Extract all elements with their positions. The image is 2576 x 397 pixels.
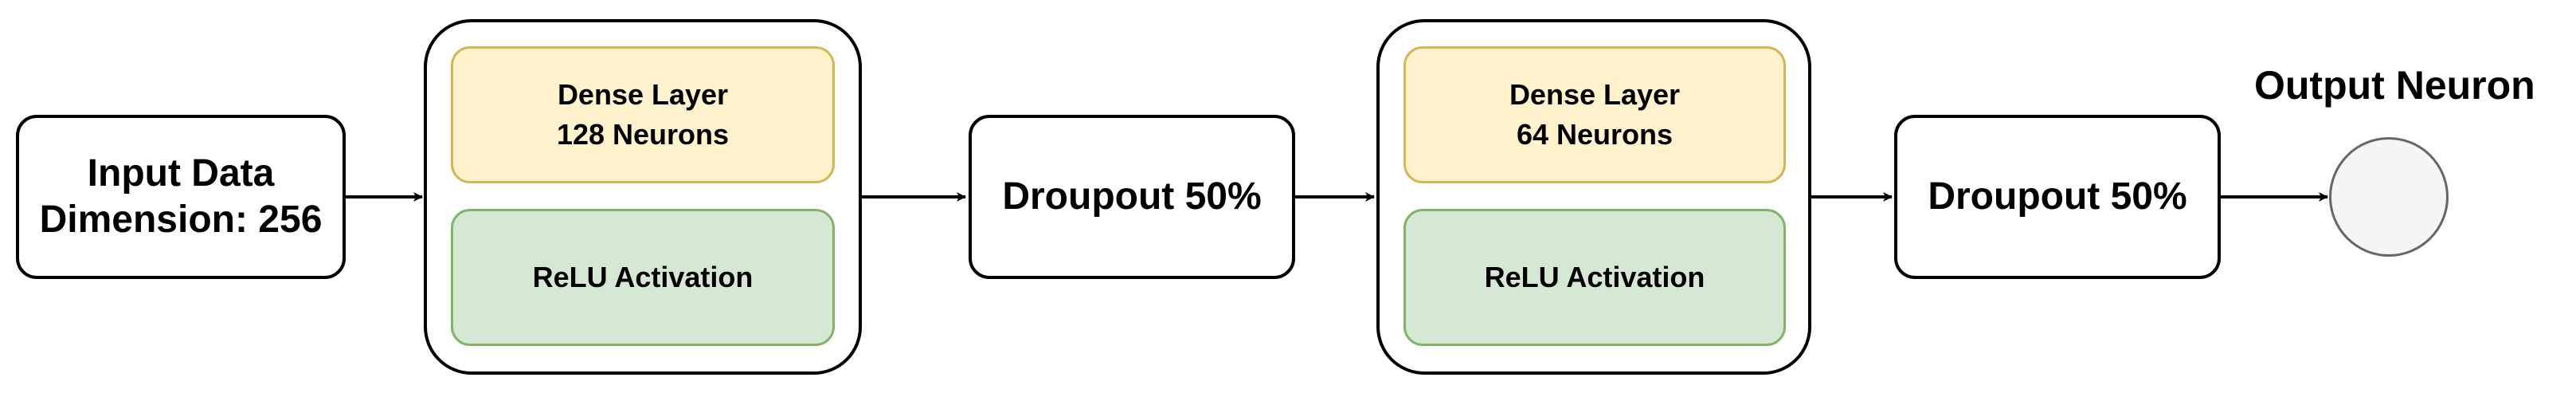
layer1-activation-box: ReLU Activation — [451, 209, 835, 346]
output-neuron-circle — [2329, 137, 2449, 257]
dropout1-label: Droupout 50% — [1002, 175, 1262, 218]
dropout1-box: Droupout 50% — [969, 115, 1295, 279]
dropout2-label: Droupout 50% — [1928, 175, 2187, 218]
layer2-activation-label: ReLU Activation — [1484, 261, 1705, 293]
layer2-dense-box: Dense Layer 64 Neurons — [1403, 46, 1786, 183]
layer1-activation-label: ReLU Activation — [532, 261, 754, 293]
layer2-activation-box: ReLU Activation — [1403, 209, 1786, 346]
layer2-dense-label: Dense Layer 64 Neurons — [1509, 78, 1681, 151]
input-data-box: Input Data Dimension: 256 — [16, 115, 346, 279]
layer1-dense-box: Dense Layer 128 Neurons — [451, 46, 835, 183]
layer1-dense-label: Dense Layer 128 Neurons — [556, 78, 730, 151]
dropout2-box: Droupout 50% — [1894, 115, 2221, 279]
input-data-label: Input Data Dimension: 256 — [39, 152, 323, 241]
output-neuron-title: Output Neuron — [2254, 63, 2535, 108]
